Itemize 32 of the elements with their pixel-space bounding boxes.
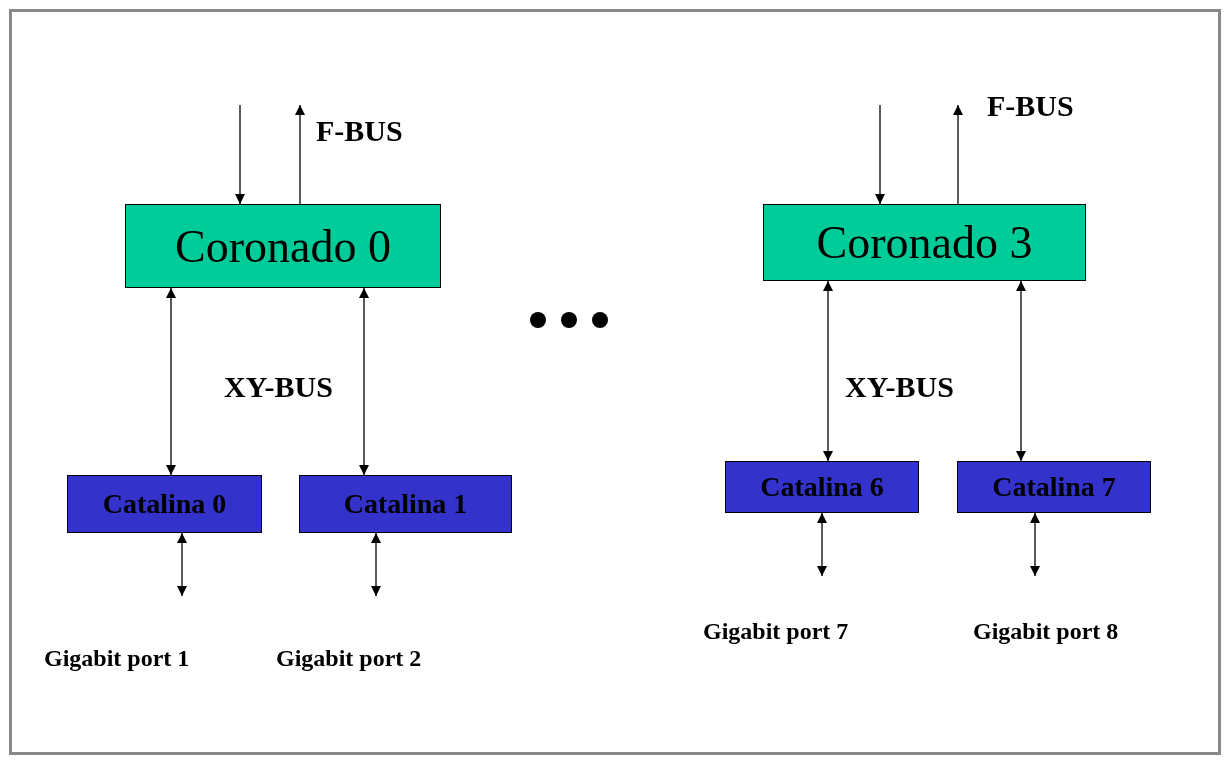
arrow [177, 532, 187, 597]
port-label: Gigabit port 2 [276, 643, 476, 673]
chip-name: Coronado 3 [816, 216, 1033, 269]
bus-label: F-BUS [987, 89, 1074, 123]
arrow [166, 287, 176, 476]
chip-box [763, 204, 1086, 281]
arrow [817, 512, 827, 577]
port-label: Gigabit port 1 [44, 643, 244, 673]
chip-name: Catalina 7 [992, 471, 1116, 503]
arrow [875, 104, 885, 205]
chip-box [725, 461, 919, 513]
arrow [1016, 280, 1026, 462]
chip-name: Coronado 0 [175, 219, 391, 273]
arrow [235, 104, 245, 205]
arrow [953, 104, 963, 205]
chip-box [125, 204, 441, 288]
arrow [823, 280, 833, 462]
chip-name: Catalina 0 [102, 488, 227, 520]
chip-box [67, 475, 262, 533]
chip-name: Catalina 6 [760, 471, 884, 503]
port-label: Gigabit port 7 [703, 616, 903, 646]
arrow [359, 287, 369, 476]
bus-label: XY-BUS [845, 370, 954, 404]
chip-box [299, 475, 512, 533]
arrow [1030, 512, 1040, 577]
arrow [295, 104, 305, 205]
port-label: Gigabit port 8 [973, 616, 1173, 646]
arrow [371, 532, 381, 597]
bus-label: F-BUS [316, 114, 403, 148]
chip-box [957, 461, 1151, 513]
chip-name: Catalina 1 [343, 488, 468, 520]
bus-label: XY-BUS [224, 370, 333, 404]
